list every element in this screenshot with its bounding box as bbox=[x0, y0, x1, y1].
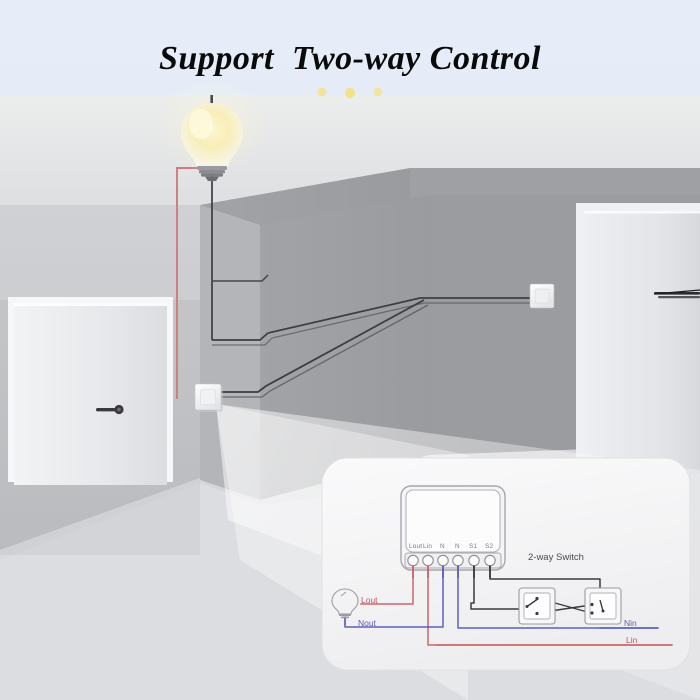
switch-b-contact-top bbox=[590, 602, 594, 607]
wire-lout bbox=[360, 565, 414, 605]
terminal-label-s1: S1 bbox=[469, 543, 478, 550]
switch-a-blade bbox=[526, 598, 538, 608]
wire-pair-a bbox=[205, 299, 425, 393]
terminal-s2 bbox=[484, 554, 496, 567]
label-nout: Nout bbox=[358, 618, 376, 628]
terminal-label-lin: Lin bbox=[423, 543, 433, 550]
wall-switch-near[interactable] bbox=[194, 383, 223, 412]
sparkle-dots bbox=[317, 87, 383, 99]
switch-a-inner bbox=[523, 592, 551, 620]
bulb-base-tip bbox=[205, 176, 219, 181]
switch-b-inner bbox=[589, 592, 617, 620]
smart-switch-module[interactable] bbox=[400, 485, 506, 571]
two-way-switch-title: 2-way Switch bbox=[528, 552, 584, 563]
door-left[interactable] bbox=[8, 297, 173, 485]
bulb-base-3 bbox=[201, 173, 223, 177]
wiring-diagram-callout bbox=[321, 457, 691, 671]
wall-switch-far[interactable] bbox=[529, 283, 555, 309]
bulb-base-2 bbox=[199, 170, 225, 174]
label-lin: Lin bbox=[626, 635, 638, 645]
switch-a-contact-bottom bbox=[535, 611, 539, 616]
bulb-base-1 bbox=[197, 166, 227, 170]
ceiling-light-bulb bbox=[156, 78, 268, 181]
switch-b-pivot bbox=[601, 609, 605, 613]
terminal-lin bbox=[422, 554, 434, 567]
door-left-handle-icon bbox=[96, 404, 124, 415]
switch-b-blade bbox=[599, 599, 604, 612]
label-nin: Nin bbox=[624, 618, 637, 628]
terminal-n2 bbox=[452, 554, 464, 567]
terminal-label-n2: N bbox=[455, 543, 460, 550]
wire-nin bbox=[457, 565, 659, 629]
bulb-specular bbox=[189, 109, 213, 139]
switch-b-contact-bottom bbox=[590, 611, 594, 615]
terminal-lout bbox=[407, 554, 419, 567]
two-way-switch-a[interactable] bbox=[518, 587, 556, 625]
terminal-s1 bbox=[468, 554, 480, 567]
bulb-icon bbox=[331, 588, 359, 619]
door-right[interactable] bbox=[576, 203, 700, 473]
wire-s1 bbox=[470, 565, 521, 610]
door-left-panel bbox=[14, 303, 167, 485]
switch-a-pivot bbox=[525, 605, 529, 608]
label-lout: Lout bbox=[361, 595, 378, 605]
door-right-panel bbox=[584, 211, 700, 473]
page-title: Support Two-way Control bbox=[159, 40, 541, 77]
wall-switch-near-rocker[interactable] bbox=[200, 389, 216, 405]
sparkle-dot bbox=[317, 87, 327, 97]
two-way-switch-group[interactable] bbox=[518, 587, 622, 625]
door-right-handle-icon bbox=[653, 289, 700, 299]
wire-pair-b bbox=[205, 304, 429, 398]
wire-upper-corner bbox=[212, 274, 269, 282]
door-right-highlight bbox=[584, 211, 700, 214]
sparkle-dot bbox=[373, 87, 383, 97]
module-terminals[interactable] bbox=[407, 554, 496, 567]
wire-neutral-upper-run bbox=[212, 297, 530, 341]
two-way-switch-b[interactable] bbox=[584, 587, 622, 625]
terminal-wire-stubs bbox=[412, 566, 491, 578]
wire-conduit-upper bbox=[212, 302, 530, 346]
door-left-highlight bbox=[14, 303, 167, 306]
terminal-label-n1: N bbox=[440, 543, 445, 550]
module-inner-face bbox=[405, 489, 501, 553]
terminal-n1 bbox=[437, 554, 449, 567]
sparkle-dot bbox=[344, 87, 356, 99]
terminal-label-lout: Lout bbox=[409, 543, 423, 550]
wall-switch-far-rocker[interactable] bbox=[534, 288, 550, 304]
terminal-label-s2: S2 bbox=[485, 543, 494, 550]
wall-wiring bbox=[176, 167, 530, 399]
